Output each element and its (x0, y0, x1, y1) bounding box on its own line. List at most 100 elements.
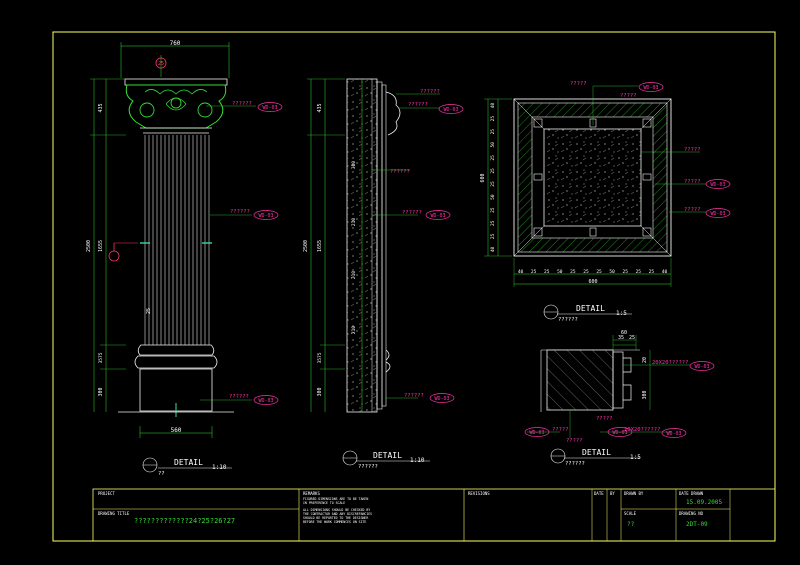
profile-detail-scale: 1:5 (630, 454, 641, 461)
profile-detail-label: DETAIL (582, 448, 611, 457)
section-detail-sub: ?????? (358, 464, 378, 470)
profile-callout-4-tag: WD-03 (666, 431, 681, 437)
section-height-total: 2500 (303, 240, 309, 252)
profile-dim-60: 60 (621, 330, 627, 336)
column-callout-3: ?????? (229, 394, 249, 400)
profile-callout-4: 20X20?????? (624, 427, 660, 433)
plan-left-dim: 25 (490, 220, 496, 226)
column-callout-2: ?????? (230, 209, 250, 215)
column-detail-scale: 1:10 (212, 464, 227, 471)
plan-callout-1: ????? (570, 81, 587, 87)
section-callout-5: ?????? (404, 393, 424, 399)
plan-callout-5: ????? (684, 207, 701, 213)
remarks-line-1: FIGURED DIMENSIONS ARE TO BE TAKEN (303, 497, 368, 501)
profile-dim-300: 300 (642, 390, 648, 399)
section-detail-scale: 1:10 (410, 457, 425, 464)
plan-bottom-dim: 25 (649, 269, 655, 275)
plan-bottom-dim: 40 (662, 269, 668, 275)
section-height-moulding: 3575 (317, 352, 323, 363)
revisions-label: REVISIONS (468, 491, 490, 496)
profile-callout-2-tag: WD-03 (529, 430, 544, 436)
column-base-width-dim: 560 (171, 427, 182, 434)
column-height-moulding: 3575 (98, 352, 104, 363)
by-label: BY (610, 491, 615, 496)
section-inner-dim-2: 210 (351, 218, 357, 226)
date-drawn-value: 15.09.2005 (686, 499, 723, 506)
profile-callout-1-tag: WD-03 (694, 364, 709, 370)
plan-bottom-dim: 50 (609, 269, 615, 275)
column-height-total: 2500 (86, 240, 92, 252)
plan-left-dim: 40 (490, 103, 496, 109)
plan-callout-3: ????? (684, 147, 701, 153)
plan-left-dim: 25 (490, 181, 496, 187)
plan-view: 40 25 25 50 25 25 25 50 25 25 25 40 600 40 25 25 50 25 2… (480, 81, 731, 323)
date-drawn-label: DATE DRAWN (679, 491, 704, 496)
remarks-line-2: IN PREFERENCE TO SCALE (303, 501, 345, 505)
plan-detail-scale: 1:5 (616, 310, 627, 317)
plan-bottom-dim: 40 (518, 269, 524, 275)
section-callout-3: ?????? (390, 169, 410, 175)
profile-detail-sub: ?????? (565, 461, 585, 467)
plan-bottom-dim: 25 (544, 269, 550, 275)
profile-callout-3: ????? (566, 438, 583, 444)
plan-bottom-dim: 25 (636, 269, 642, 275)
column-callout-3-tag: WD-03 (258, 398, 273, 404)
profile-dim-20: 20 (642, 357, 648, 363)
plan-total-height: 600 (480, 173, 486, 182)
plan-bottom-dim: 25 (531, 269, 537, 275)
plan-bottom-dim: 50 (557, 269, 563, 275)
remarks-line-5: SHOULD BE REPORTED TO THE DESIGNER (303, 516, 368, 520)
plan-left-dim: 40 (490, 246, 496, 252)
section-inner-dim-3: 210 (351, 271, 357, 279)
section-height-base: 300 (317, 387, 323, 396)
plan-bottom-dim: 25 (622, 269, 628, 275)
column-callout-1: ?????? (232, 101, 252, 107)
plan-callout-4-tag: WD-03 (710, 182, 725, 188)
drawing-title: ?????????????24?25?26?27 (134, 517, 235, 525)
scale-label: SCALE (624, 511, 637, 516)
plan-bottom-dim: 25 (570, 269, 576, 275)
remarks-line-6: BEFORE THE WORK COMMENCES ON SITE (303, 520, 366, 524)
scale-value: ?? (627, 521, 635, 528)
plan-callout-2: ????? (620, 93, 637, 99)
profile-callout-5: ????? (596, 416, 613, 422)
plan-callout-4: ????? (684, 179, 701, 185)
plan-bottom-dim: 25 (596, 269, 602, 275)
drawing-no-value: 2DT-09 (686, 521, 708, 528)
column-height-capital: 435 (98, 103, 104, 112)
plan-total-width: 600 (588, 279, 597, 285)
column-detail-label: DETAIL (174, 458, 203, 467)
section-callout-4: ?????? (402, 210, 422, 216)
plan-left-dim: 25 (490, 207, 496, 213)
drawing-title-label: DRAWING TITLE (98, 511, 130, 516)
column-height-shaft: 1655 (98, 240, 104, 252)
column-height-base: 300 (98, 387, 104, 396)
remarks-label: REMARKS (303, 491, 320, 496)
profile-dim-35: 35 (618, 335, 624, 341)
profile-detail: 60 35 25 20 300 20X20?????? WD-03 WD-03 … (524, 330, 715, 467)
column-callout-1-tag: WD-03 (262, 105, 277, 111)
column-elevation: 760 25 (86, 40, 283, 477)
plan-left-dim: 25 (490, 168, 496, 174)
section-height-capital: 435 (317, 103, 323, 112)
title-block: PROJECT DRAWING TITLE ?????????????24?25… (92, 488, 776, 542)
plan-left-dim: 25 (490, 129, 496, 135)
plan-detail-sub: ?????? (558, 317, 578, 323)
plan-left-dim: 50 (490, 142, 496, 148)
remarks-line-3: ALL DIMENSIONS SHOULD BE CHECKED BY (303, 508, 370, 512)
plan-bottom-dim: 25 (583, 269, 589, 275)
project-label: PROJECT (98, 491, 115, 496)
column-mid-dim: 25 (146, 308, 152, 314)
section-callout-5-tag: WD-03 (434, 396, 449, 402)
column-callout-2-tag: WD-03 (258, 213, 273, 219)
column-shaft (144, 135, 210, 345)
section-height-shaft: 1655 (317, 240, 323, 252)
plan-callout-5-tag: WD-03 (710, 211, 725, 217)
plan-left-dim: 25 (490, 116, 496, 122)
remarks-line-4: THE CONTRACTOR AND ANY DISCREPANCIES (303, 512, 372, 516)
profile-callout-2: ????? (552, 427, 569, 433)
section-callout-4-tag: WD-03 (430, 213, 445, 219)
plan-left-dim: 50 (490, 194, 496, 200)
plan-left-dim: 25 (490, 233, 496, 239)
